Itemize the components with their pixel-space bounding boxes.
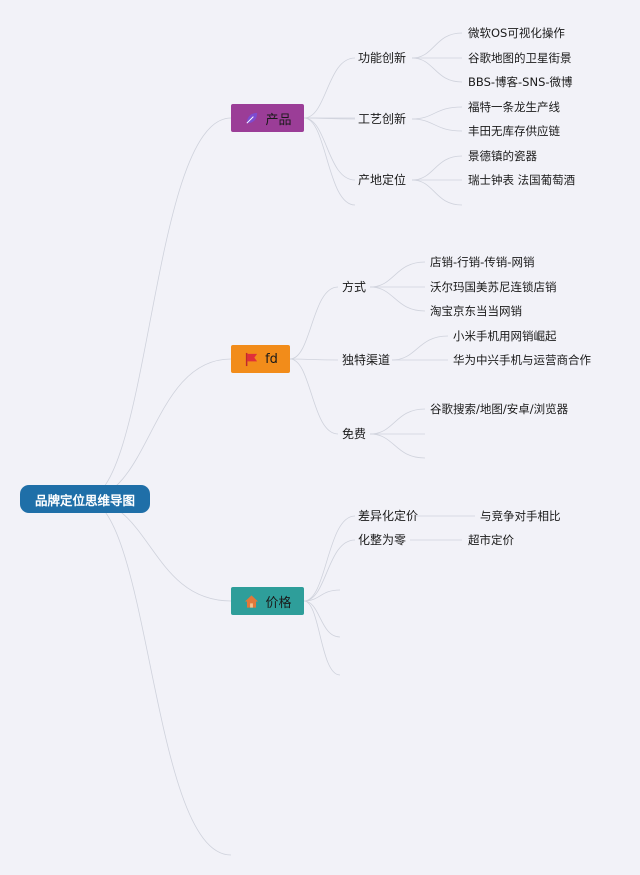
- connector-line: [289, 286, 339, 360]
- leaf-node[interactable]: 沃尔玛国美苏尼连锁店销: [430, 280, 557, 294]
- connector-line: [303, 589, 341, 602]
- connector-line: [391, 335, 449, 361]
- leaf-node[interactable]: 微软OS可视化操作: [468, 26, 565, 40]
- connector-line: [369, 286, 426, 312]
- leaf-node[interactable]: 淘宝京东当当网销: [430, 304, 522, 318]
- leaf-node[interactable]: 瑞士钟表 法国葡萄酒: [468, 173, 576, 187]
- connector-line: [411, 106, 463, 120]
- leaf-node[interactable]: BBS-博客-SNS-微博: [468, 75, 573, 89]
- branch-fd-label: fd: [265, 351, 278, 367]
- leaf-node[interactable]: 店销-行销-传销-网销: [430, 255, 535, 269]
- connector-line: [369, 433, 426, 459]
- connector-line: [369, 408, 426, 435]
- branch-product-label: 产品: [265, 112, 292, 128]
- leaf-icon: [243, 110, 259, 126]
- sub-node-differential-pricing[interactable]: 差异化定价: [358, 509, 419, 523]
- connector-line: [303, 117, 356, 206]
- leaf-node[interactable]: 景德镇的瓷器: [468, 149, 537, 163]
- sub-node-unique-channel[interactable]: 独特渠道: [342, 353, 391, 367]
- branch-product[interactable]: 产品: [231, 104, 304, 132]
- connector-line: [84, 358, 232, 500]
- leaf-node[interactable]: 福特一条龙生产线: [468, 100, 560, 114]
- connector-line: [84, 498, 232, 856]
- connector-line: [84, 498, 232, 602]
- connector-line: [303, 600, 341, 638]
- sub-node-method[interactable]: 方式: [342, 280, 367, 294]
- sub-node-process-innovation[interactable]: 工艺创新: [358, 112, 407, 126]
- connector-line: [303, 57, 356, 119]
- sub-node-piecemeal-pricing[interactable]: 化整为零: [358, 533, 407, 547]
- root-node[interactable]: 品牌定位思维导图: [20, 485, 150, 513]
- branch-fd[interactable]: fd: [231, 345, 290, 373]
- connector-line: [411, 32, 463, 59]
- root-label: 品牌定位思维导图: [34, 492, 135, 508]
- connector-line: [411, 57, 463, 83]
- flag-icon: [243, 351, 259, 367]
- leaf-node[interactable]: 华为中兴手机与运营商合作: [453, 353, 591, 367]
- branch-price-label: 价格: [265, 595, 292, 611]
- leaf-node[interactable]: 丰田无库存供应链: [468, 124, 560, 138]
- connector-line: [84, 117, 232, 500]
- leaf-node[interactable]: 谷歌搜索/地图/安卓/浏览器: [430, 402, 569, 416]
- sub-node-function-innovation[interactable]: 功能创新: [358, 51, 407, 65]
- leaf-node[interactable]: 谷歌地图的卫星街景: [468, 51, 572, 65]
- connector-line: [289, 358, 339, 361]
- connector-line: [303, 117, 356, 181]
- connector-line: [303, 117, 356, 120]
- house-icon: [243, 593, 259, 609]
- connector-line: [411, 118, 463, 132]
- branch-price[interactable]: 价格: [231, 587, 304, 615]
- leaf-node[interactable]: 与竞争对手相比: [480, 509, 561, 523]
- connector-line: [411, 179, 463, 206]
- connector-line: [411, 155, 463, 181]
- connector-line: [303, 539, 356, 602]
- leaf-node[interactable]: 小米手机用网销崛起: [453, 329, 557, 343]
- leaf-node[interactable]: 超市定价: [468, 533, 514, 547]
- connector-line: [303, 600, 341, 676]
- sub-node-origin-positioning[interactable]: 产地定位: [358, 173, 407, 187]
- connector-line: [303, 515, 356, 602]
- connector-line: [369, 261, 426, 288]
- connector-line: [289, 358, 339, 435]
- sub-node-free[interactable]: 免费: [342, 427, 367, 441]
